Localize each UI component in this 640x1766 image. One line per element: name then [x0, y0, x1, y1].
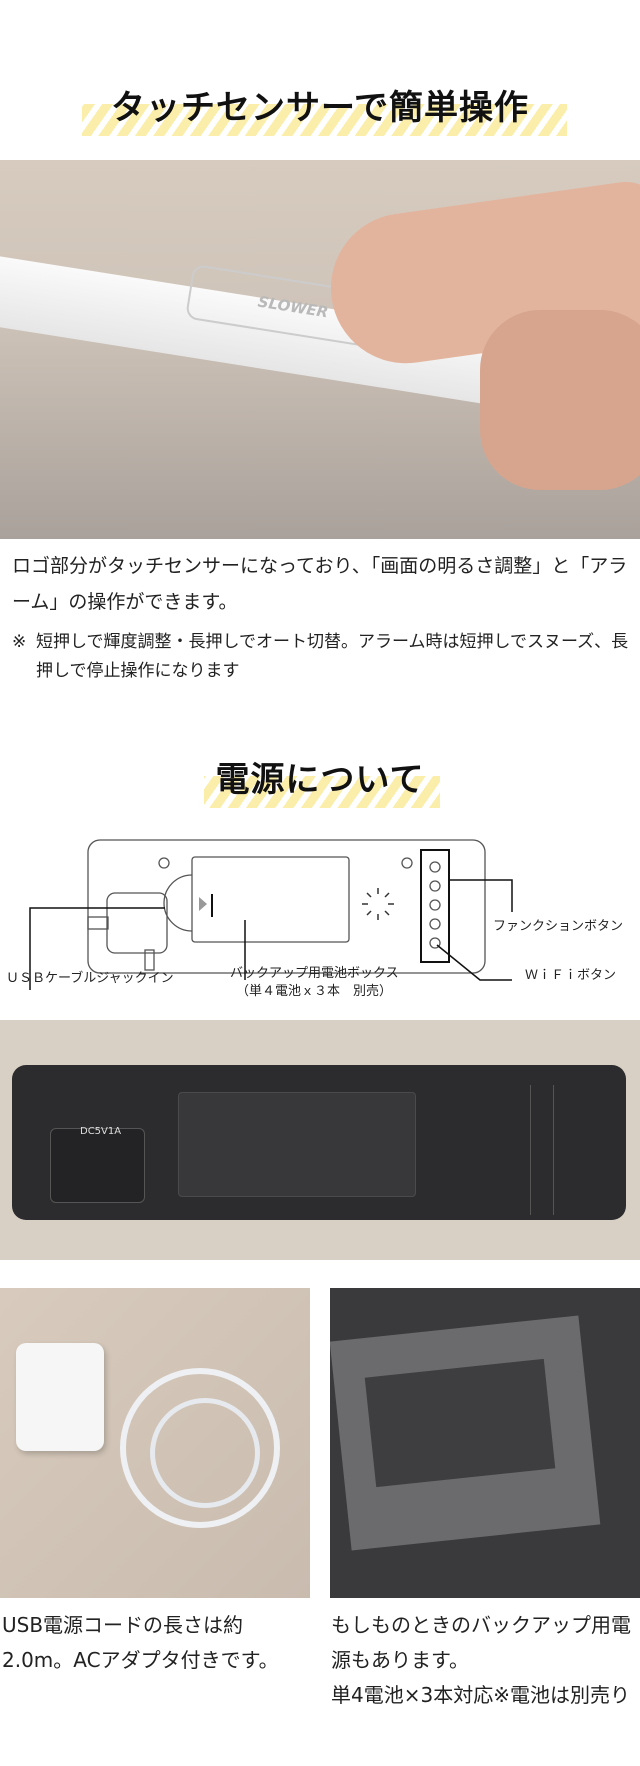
title-stripe-decoration	[82, 104, 567, 136]
battery-note-label: （単４電池ｘ３本 別売）	[236, 984, 393, 999]
device-back-photo: DC5V1A	[0, 1020, 640, 1260]
usb-cable	[120, 1368, 280, 1528]
dc-label: DC5V1A	[80, 1126, 122, 1137]
title-text: 電源について	[215, 760, 425, 800]
backup-power-caption: もしものときのバックアップ用電源もあります。	[331, 1613, 631, 1672]
device-back-outline	[29, 839, 513, 990]
battery-slots	[364, 1358, 556, 1488]
usb-cable-coil	[150, 1398, 260, 1508]
function-buttons-label: ファンクションボタン	[493, 919, 624, 934]
section-title-power: 電源について	[0, 752, 640, 808]
power-diagram: ファンクションボタン ＷｉＦｉボタン ＵＳＢケーブルジャックイン バックアップ用…	[0, 820, 640, 1010]
battery-caption: 単4電池×3本対応※電池は別売り	[331, 1683, 630, 1707]
ac-adapter	[16, 1343, 104, 1451]
touch-sensor-photo: SLOWER	[0, 160, 640, 539]
battery-compartment-photo	[330, 1288, 640, 1598]
usb-jack	[50, 1128, 145, 1203]
hand	[480, 310, 640, 490]
battery-box-label: バックアップ用電池ボックス	[230, 966, 399, 981]
usb-adapter-photo	[0, 1288, 310, 1598]
usb-cable-caption: USB電源コードの長さは約2.0m。ACアダプタ付きです。	[2, 1613, 279, 1672]
section-title-touch-sensor: タッチセンサーで簡単操作	[0, 80, 640, 136]
touch-sensor-description: ロゴ部分がタッチセンサーになっており、「画面の明るさ調整」と「アラーム」の操作が…	[12, 555, 628, 613]
title-text: タッチセンサーで簡単操作	[111, 88, 529, 128]
usb-jack-label: ＵＳＢケーブルジャックイン	[6, 971, 174, 986]
touch-sensor-note: ※ 短押しで輝度調整・長押しでオート切替。アラーム時は短押しでスヌーズ、長押しで…	[12, 628, 632, 686]
note-mark: ※	[12, 632, 27, 652]
function-buttons	[530, 1085, 554, 1215]
note-text: 短押しで輝度調整・長押しでオート切替。アラーム時は短押しでスヌーズ、長押しで停止…	[36, 632, 629, 681]
battery-cover	[178, 1092, 416, 1197]
wifi-button-label: ＷｉＦｉボタン	[525, 968, 617, 983]
title-stripe-decoration	[204, 776, 440, 808]
